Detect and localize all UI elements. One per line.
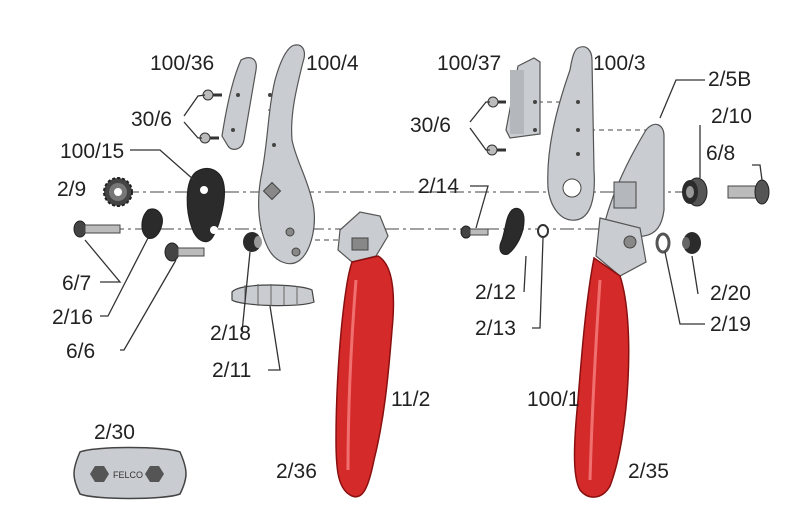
labels-right: 100/37 100/3 30/6 2/5B 2/10 6/8 2/14 2/1… (410, 52, 752, 483)
blade-100-36 (221, 57, 257, 150)
plate-100-15 (186, 167, 225, 243)
label-6-6: 6/6 (66, 340, 95, 363)
washer-2-13 (537, 224, 549, 238)
spring-2-16 (141, 208, 163, 239)
hole (533, 100, 537, 104)
gear-2-9 (103, 177, 133, 207)
bolt-6-6 (164, 242, 205, 262)
hole (576, 128, 580, 132)
label-30-6-right: 30/6 (410, 114, 451, 137)
head-body (613, 181, 637, 209)
hex-hole (90, 466, 109, 482)
label-6-8: 6/8 (706, 142, 735, 165)
label-11-2: 11/2 (391, 388, 430, 411)
blade-face (510, 70, 524, 134)
handle-head-left (337, 211, 389, 263)
label-6-7: 6/7 (62, 272, 91, 295)
label-100-4: 100/4 (306, 52, 359, 75)
label-2-5b: 2/5B (708, 68, 751, 91)
label-2-9: 2/9 (57, 178, 86, 201)
cap-2-20 (682, 232, 701, 254)
label-100-1: 100/1 (527, 388, 580, 411)
ring-2-19 (655, 232, 671, 254)
hole (272, 143, 276, 147)
hole (200, 186, 208, 194)
screw-30-6-right-a (487, 96, 506, 108)
label-100-36: 100/36 (150, 52, 214, 75)
label-2-16: 2/16 (52, 306, 93, 329)
screw-30-6-left-a (202, 89, 222, 101)
label-2-18: 2/18 (210, 322, 251, 345)
nut-2-18 (243, 232, 262, 252)
label-30-6-left: 30/6 (131, 108, 172, 131)
hole (285, 227, 295, 237)
tool-stamp: FELCO (113, 470, 143, 480)
handle-highlight (588, 279, 602, 481)
label-100-37: 100/37 (437, 52, 501, 75)
hole (210, 226, 218, 234)
handle-slot (351, 237, 369, 251)
hole (231, 128, 235, 132)
leader-lines (84, 79, 763, 371)
hole (236, 93, 240, 97)
hole (623, 235, 637, 249)
labels-left: 100/36 100/4 30/6 100/15 2/9 6/7 2/16 6/… (52, 52, 430, 483)
label-2-30: 2/30 (94, 421, 135, 444)
screw-2-14 (460, 225, 489, 239)
handle-highlight (346, 279, 358, 471)
label-2-20: 2/20 (710, 282, 751, 305)
catch-2-12 (499, 207, 525, 255)
hole (268, 93, 272, 97)
label-2-13: 2/13 (475, 317, 516, 340)
blade-square-hole (262, 181, 282, 201)
bolt-6-7 (73, 220, 121, 238)
label-2-19: 2/19 (710, 313, 751, 336)
label-100-15: 100/15 (60, 140, 124, 163)
handle-11-2 (335, 255, 395, 498)
label-2-36: 2/36 (276, 460, 317, 483)
hole (533, 128, 537, 132)
pivot-hole (562, 178, 582, 198)
handle-100-1 (573, 256, 630, 498)
screw-30-6-left-b (199, 132, 219, 144)
hole (576, 100, 580, 104)
label-2-11: 2/11 (212, 359, 251, 382)
blade-100-4 (258, 44, 315, 265)
label-2-14: 2/14 (418, 175, 459, 198)
wrench-tool-2-30 (73, 446, 187, 500)
hole (291, 247, 301, 257)
label-2-35: 2/35 (628, 460, 669, 483)
part-2-5b (604, 123, 665, 239)
nut-2-10 (682, 177, 708, 207)
hex-hole (145, 466, 164, 482)
label-2-12: 2/12 (475, 281, 516, 304)
blade-100-3 (547, 46, 595, 221)
label-2-10: 2/10 (711, 105, 752, 128)
bolt-6-8 (727, 179, 770, 205)
label-100-3: 100/3 (593, 52, 646, 75)
hole (576, 152, 580, 156)
handle-neck-right (595, 217, 647, 277)
